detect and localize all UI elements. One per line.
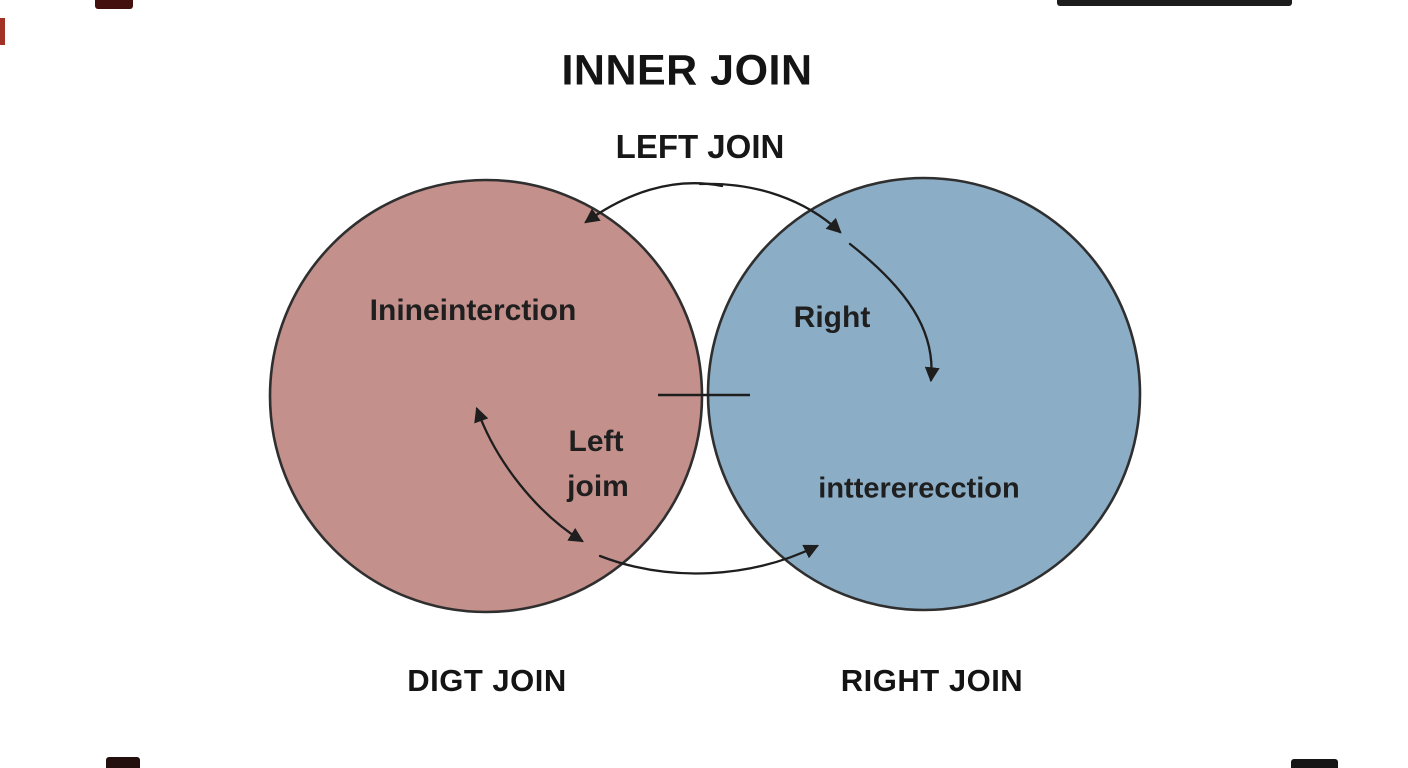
double-arrow-left-circle xyxy=(474,406,584,543)
left-circle-caption-line1: Left xyxy=(568,425,624,458)
left-circle-label: Inineinterction xyxy=(369,294,577,327)
right-join-circle xyxy=(706,176,1142,612)
arrow-to-right-circle xyxy=(698,182,842,234)
left-join-circle xyxy=(268,178,704,614)
arrow-bottom-to-right-circle xyxy=(598,544,820,575)
edge-artifact xyxy=(106,757,140,768)
diagram-title: INNER JOIN xyxy=(561,46,813,95)
arrow-into-right-center xyxy=(848,242,940,383)
edge-artifact xyxy=(1291,759,1338,768)
left-circle-caption-line2: joim xyxy=(567,470,629,503)
left-circle-bottom-label: DIGT JOIN xyxy=(407,663,567,698)
right-circle-sub-label: inttererecction xyxy=(818,472,1020,505)
right-circle-bottom-label: RIGHT JOIN xyxy=(840,663,1024,698)
diagram-subtitle: LEFT JOIN xyxy=(615,128,785,165)
edge-artifact xyxy=(1057,0,1292,6)
right-circle-label: Right xyxy=(793,301,871,334)
edge-artifact xyxy=(95,0,133,9)
edge-artifact xyxy=(0,18,5,45)
